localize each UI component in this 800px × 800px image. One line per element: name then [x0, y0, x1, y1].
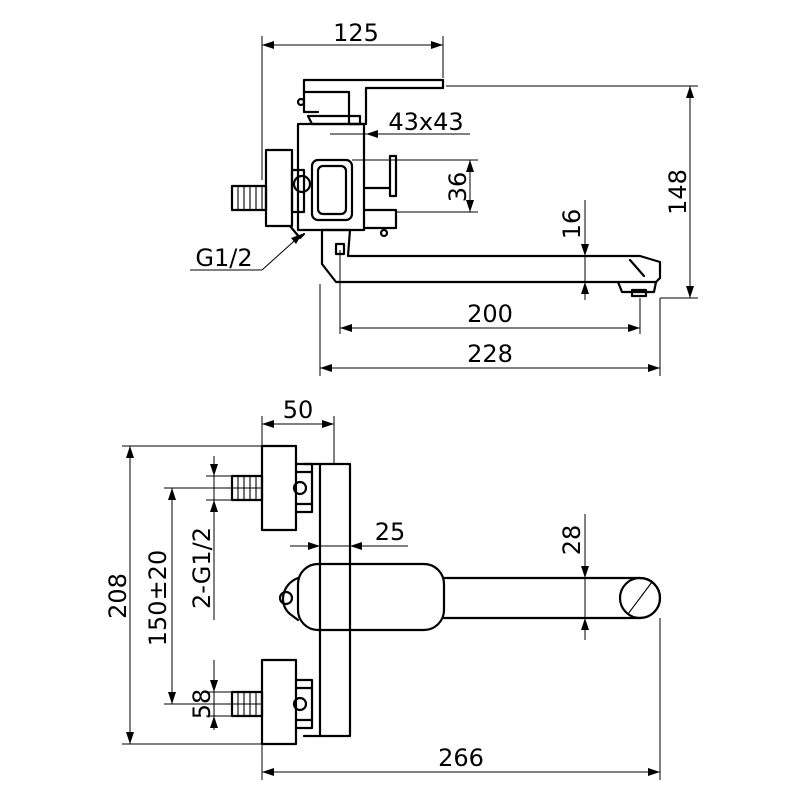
side-eccentric-nut	[264, 148, 294, 228]
front-dim-208: 208	[104, 445, 262, 745]
side-inlet-thread	[230, 184, 268, 212]
side-diverter-screw	[379, 228, 389, 238]
side-dim-148: 148	[446, 85, 698, 299]
side-leader-g12-label: G1/2	[195, 244, 252, 272]
side-dim-228: 228	[319, 284, 661, 376]
front-dim-25-label: 25	[375, 518, 406, 546]
side-dim-125: 125	[261, 19, 444, 180]
side-view: 125 43x43 36 16	[190, 19, 698, 376]
front-upper-eccentric	[260, 444, 314, 532]
side-dim-200-label: 200	[467, 300, 513, 328]
front-dim-28-label: 28	[558, 525, 586, 556]
side-eccentric-collar	[290, 168, 306, 214]
front-dim-25: 25	[290, 518, 408, 550]
side-cartridge-cap	[306, 114, 362, 126]
side-wall-flange	[288, 224, 306, 240]
side-spout-tip	[616, 258, 658, 294]
front-dim-2g12: 2-G1/2	[188, 456, 232, 620]
side-leader-g12: G1/2	[190, 233, 303, 272]
front-body-column	[318, 462, 352, 738]
side-dim-43x43-label: 43x43	[388, 108, 463, 136]
front-dim-150: 150±20	[144, 487, 262, 705]
side-dim-36-label: 36	[444, 172, 472, 203]
front-dim-150-label: 150±20	[144, 550, 172, 646]
front-dim-58: 58	[188, 660, 232, 730]
front-dim-266: 266	[261, 618, 661, 780]
front-diverter	[281, 576, 300, 622]
front-lever-handle	[296, 562, 446, 632]
side-body-window-inner	[316, 164, 348, 216]
side-dim-200: 200	[339, 250, 641, 334]
front-dim-266-label: 266	[438, 744, 484, 772]
front-dim-208-label: 208	[104, 573, 132, 619]
side-lever-screw	[296, 97, 306, 107]
side-dim-43x43: 43x43	[330, 108, 470, 138]
side-aerator	[630, 288, 648, 298]
front-dim-2g12-label: 2-G1/2	[188, 527, 216, 609]
side-lever-neck	[302, 90, 320, 114]
front-view: 50 25 28 208	[104, 396, 662, 780]
side-body-window-outer	[310, 158, 354, 222]
front-dim-50-label: 50	[283, 396, 314, 424]
side-dim-36: 36	[352, 159, 478, 213]
side-dim-16: 16	[558, 200, 589, 300]
front-spout-outlet	[618, 576, 662, 620]
side-eccentric-ring	[292, 174, 312, 194]
front-lower-eccentric	[260, 658, 314, 746]
front-diverter-knob	[278, 590, 294, 606]
side-diverter-knob	[362, 154, 398, 230]
front-dim-58-label: 58	[188, 689, 216, 720]
side-dim-16-label: 16	[558, 209, 586, 240]
side-dim-148-label: 148	[664, 169, 692, 215]
side-lever-handle	[302, 78, 445, 126]
side-spout	[320, 228, 662, 284]
side-dim-228-label: 228	[467, 340, 513, 368]
front-dim-28: 28	[558, 514, 589, 640]
front-spout	[442, 576, 662, 620]
front-dim-50: 50	[261, 396, 335, 464]
side-dim-125-label: 125	[333, 19, 379, 47]
